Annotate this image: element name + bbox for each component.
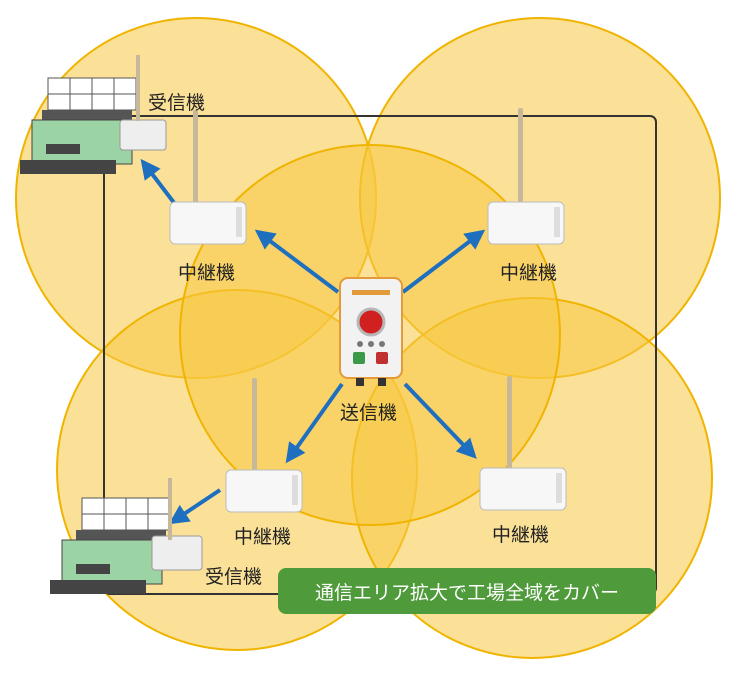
power-button-icon [376, 352, 388, 364]
transmitter-label: 送信機 [340, 402, 398, 424]
receiver-machine-bottom [50, 478, 203, 594]
relay-label-bl: 中継機 [234, 526, 292, 548]
relay-label-br: 中継機 [492, 524, 550, 546]
receiver-machine-top [20, 55, 167, 174]
arrow-to-relay-bl [285, 382, 344, 464]
arrow-to-receiver-bottom [168, 488, 222, 525]
signal-arrows [140, 158, 486, 525]
arrow-to-receiver-top [140, 158, 180, 210]
relay-device-tl [169, 110, 247, 245]
receiver-label-bottom: 受信機 [205, 566, 263, 588]
emergency-stop-icon [356, 307, 386, 337]
relay-label-tr: 中継機 [500, 262, 558, 284]
arrow-to-relay-br [403, 382, 477, 459]
relay-device-tr [487, 108, 565, 245]
transmitter-device [339, 277, 403, 386]
relay-label-tl: 中継機 [178, 262, 236, 284]
relay-device-bl [225, 378, 303, 513]
receiver-label-top: 受信機 [148, 92, 206, 114]
arrow-to-relay-tl [254, 229, 340, 294]
coverage-banner: 通信エリア拡大で工場全域をカバー [278, 568, 656, 614]
start-button-icon [353, 352, 365, 364]
relay-device-br [479, 376, 567, 511]
arrow-to-relay-tr [401, 229, 486, 294]
